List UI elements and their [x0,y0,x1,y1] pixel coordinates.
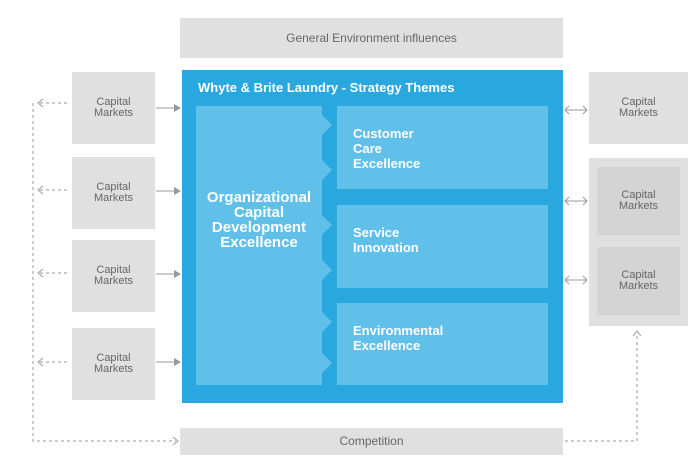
competition-label: Competition [339,434,404,448]
left-capital-markets-box: Capital Markets [72,240,155,312]
box-label: Capital Markets [618,189,659,212]
theme-service-innovation: Service Innovation [337,205,548,288]
solid-arrows [156,107,174,363]
strategy-title: Whyte & Brite Laundry - Strategy Themes [198,80,455,95]
box-label: Capital Markets [618,269,659,292]
left-capital-markets-box: Capital Markets [72,157,155,229]
theme-label: Service Innovation [353,225,419,255]
double-arrows [564,105,588,285]
theme-customer-care: Customer Care Excellence [337,106,548,189]
box-label: Capital Markets [618,96,659,119]
theme-environmental: Environmental Excellence [337,303,548,385]
right-capital-markets-box: Capital Markets [589,72,688,144]
theme-label: Customer Care Excellence [353,126,421,171]
box-label: Capital Markets [93,264,134,287]
dashed-connectors [32,102,638,442]
open-arrowheads [37,98,642,446]
left-capital-markets-box: Capital Markets [72,72,155,144]
general-environment-label: General Environment influences [286,30,457,45]
right-capital-markets-box: Capital Markets [597,167,680,235]
theme-label: Environmental Excellence [353,323,444,353]
competition-box: Competition [180,428,563,455]
general-environment-box: General Environment influences [180,18,563,58]
box-label: Capital Markets [93,96,134,119]
box-label: Capital Markets [93,352,134,375]
box-label: Capital Markets [93,181,134,204]
foundation-label: Organizational Capital Development Excel… [206,189,312,251]
left-capital-markets-box: Capital Markets [72,328,155,400]
right-capital-markets-box: Capital Markets [597,247,680,315]
